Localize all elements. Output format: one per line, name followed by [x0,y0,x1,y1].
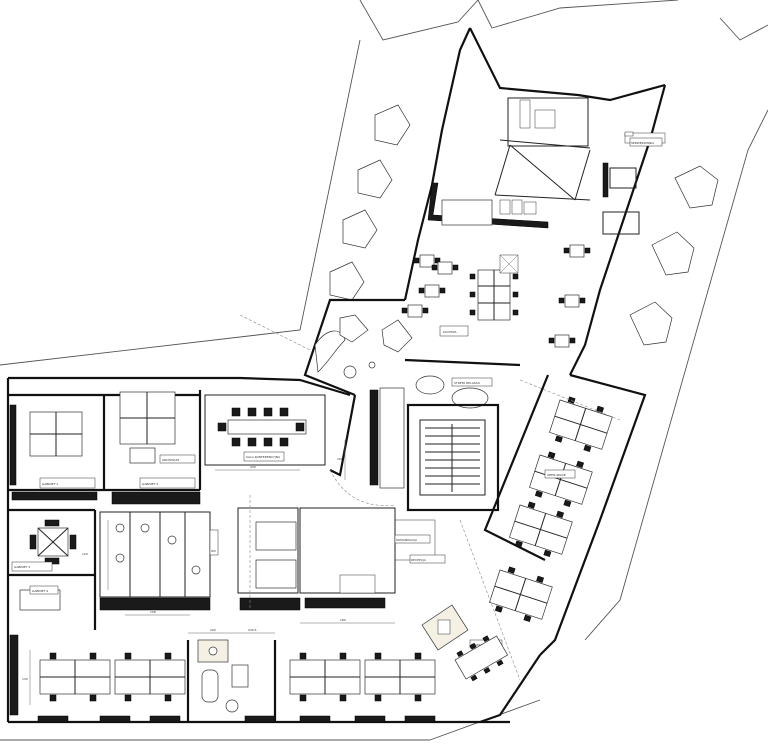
cafe-tables: KUCHNIA [401,244,591,348]
dim-8: 240.5 [248,628,257,632]
dim-1: 200 [210,628,216,632]
label-recepcja: RECEPCJA [411,558,427,562]
facade-bays-left [329,104,411,301]
top-wing-interior [427,97,666,235]
label-open-space-right: OPEN SPACE [547,473,566,477]
dim-3: 158 [150,610,156,614]
label-wiatrolap: WIATROŁAP [471,643,489,647]
conference-chairs [217,407,305,447]
dim-4: 130 [22,677,28,681]
dim-6: 120 [82,552,88,556]
central-rooms [237,507,396,611]
dim-5: 180 [340,618,346,622]
label-komunikacja: KOMUNIKACJA [396,538,418,542]
stair-treads [425,424,480,492]
reception-booth: WIATROŁAP [421,604,509,682]
circulation-lines [239,314,621,681]
label-relaks: STREFA RELAKSU [454,381,480,385]
label-serwer: SERWEROWNIA [631,141,655,145]
building-walls [6,27,667,724]
bottom-open-space [9,634,436,723]
right-wing-desks: OPEN SPACE SERWEROWNIA [489,137,663,622]
label-kuchnia: KUCHNIA [443,330,458,334]
label-gabinet2: GABINET 2 [142,482,158,486]
dimension-lines: 200 240.5 130 160 120 230 158 180 [22,440,395,705]
label-wc: WC [211,549,216,553]
lobby-lounge: STREFA RELAKSU [314,314,500,561]
bottom-windows [37,715,436,723]
label-gabinet4: GABINET 4 [32,589,48,593]
dim-2: 230 [250,465,256,469]
label-gabinet3: GABINET 3 [14,565,30,569]
wc-block: WC [99,511,219,611]
facade-bays-right [629,165,719,346]
dim-7: 160 [337,457,343,461]
conference-room: SALA KONFERENCYJNA [204,394,326,466]
label-sala: SALA KONFERENCYJNA [246,455,281,459]
label-archiwum: ARCHIWUM [162,458,179,462]
gabinet-rooms: GABINET 1 GABINET 2 [8,390,202,505]
gabinet3: GABINET 3 GABINET 4 [8,508,97,630]
label-gabinet1: GABINET 1 [42,482,58,486]
